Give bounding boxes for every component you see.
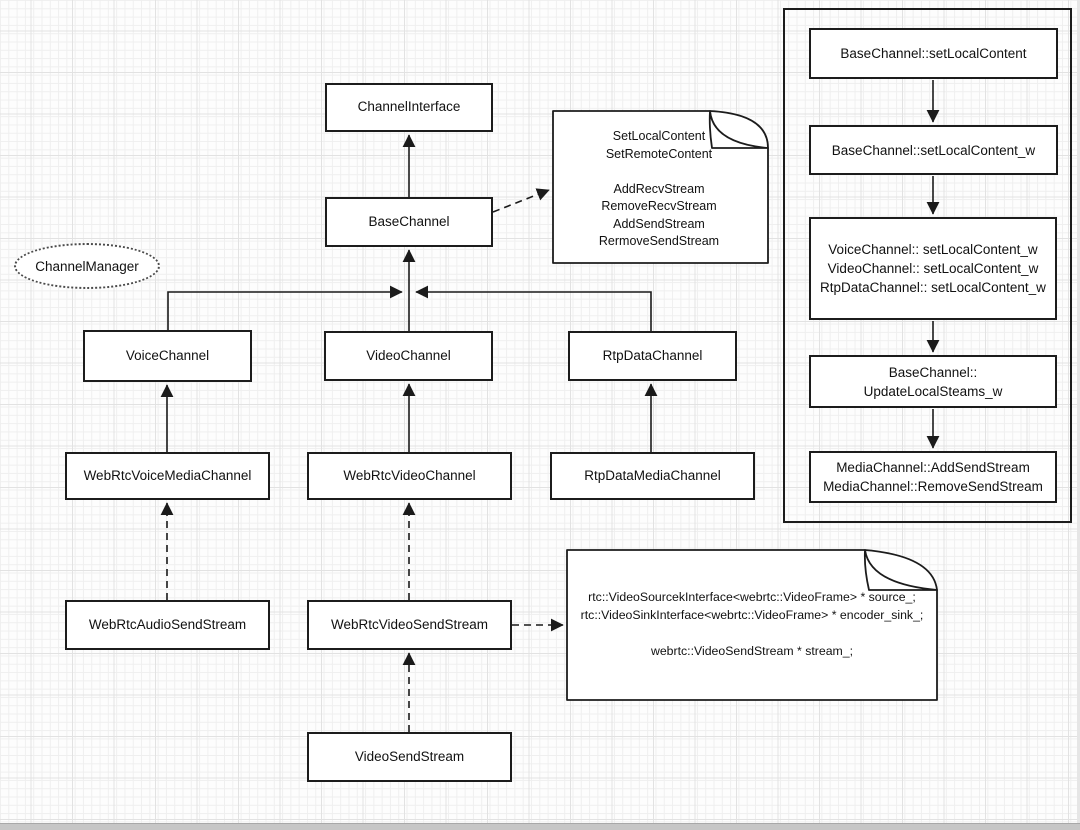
node-webrtc-audio-send-stream: WebRtcAudioSendStream [65, 600, 270, 650]
node-base-channel: BaseChannel [325, 197, 493, 247]
flow-step-label: MediaChannel::AddSendStream [836, 460, 1030, 475]
flow-step-label: MediaChannel::RemoveSendStream [823, 479, 1043, 494]
flow-step-set-local-content-w: BaseChannel::setLocalContent_w [809, 125, 1058, 175]
note-shape-video-send-stream [566, 549, 938, 701]
node-video-send-stream: VideoSendStream [307, 732, 512, 782]
note-base-channel-methods: SetLocalContent SetRemoteContent AddRecv… [556, 128, 762, 251]
node-channel-manager: ChannelManager [14, 243, 160, 289]
note-line: AddSendStream [613, 216, 705, 231]
flow-step-label: VideoChannel:: setLocalContent_w [827, 261, 1039, 276]
node-webrtc-voice-media-channel: WebRtcVoiceMediaChannel [65, 452, 270, 500]
solid-edges [160, 134, 658, 452]
flow-step-label: BaseChannel::setLocalContent [840, 46, 1027, 61]
note-line: rtc::VideoSourcekInterface<webrtc::Video… [588, 590, 916, 604]
note-line: rtc::VideoSinkInterface<webrtc::VideoFra… [580, 608, 924, 622]
flow-step-media-channel-streams: MediaChannel::AddSendStream MediaChannel… [809, 451, 1057, 503]
note-shape-base-channel [552, 110, 769, 264]
node-webrtc-video-channel: WebRtcVideoChannel [307, 452, 512, 500]
flow-step-set-local-content: BaseChannel::setLocalContent [809, 28, 1058, 79]
note-line: webrtc::VideoSendStream * stream_; [650, 644, 854, 658]
note-video-send-stream-members: rtc::VideoSourcekInterface<webrtc::Video… [577, 588, 927, 660]
node-video-channel: VideoChannel [324, 331, 493, 381]
node-webrtc-video-send-stream: WebRtcVideoSendStream [307, 600, 512, 650]
node-rtp-data-media-channel: RtpDataMediaChannel [550, 452, 755, 500]
node-channel-interface: ChannelInterface [325, 83, 493, 132]
note-line: AddRecvStream [613, 181, 705, 196]
note-line [556, 163, 762, 181]
note-line: RermoveSendStream [598, 234, 720, 248]
dashed-edges [160, 188, 564, 732]
call-flow-panel [783, 8, 1072, 523]
flow-step-label: UpdateLocalSteams_w [863, 383, 1003, 399]
canvas-right-edge [1077, 0, 1080, 830]
flow-step-label: BaseChannel:: [888, 364, 978, 380]
node-voice-channel: VoiceChannel [83, 330, 252, 382]
flow-step-label: VoiceChannel:: setLocalContent_w [828, 242, 1038, 257]
flow-step-update-local-streams-w: BaseChannel:: UpdateLocalSteams_w [809, 355, 1057, 408]
note-line [577, 624, 927, 642]
flow-step-label: BaseChannel::setLocalContent_w [831, 142, 1036, 158]
node-rtp-data-channel: RtpDataChannel [568, 331, 737, 381]
note-line: RemoveRecvStream [601, 199, 717, 213]
flow-step-channel-set-local-content-w: VoiceChannel:: setLocalContent_w VideoCh… [809, 217, 1057, 320]
note-line: SetRemoteContent [605, 146, 713, 161]
flow-step-label: RtpDataChannel:: setLocalContent_w [820, 280, 1046, 295]
note-line: SetLocalContent [612, 129, 706, 143]
canvas-bottom-edge [0, 823, 1080, 830]
